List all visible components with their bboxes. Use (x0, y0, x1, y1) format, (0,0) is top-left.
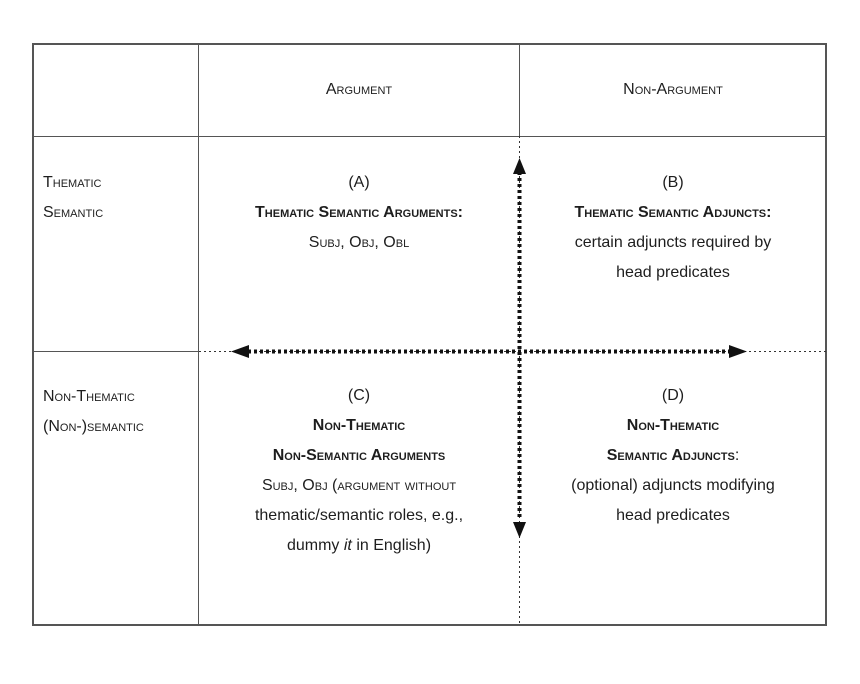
arrowhead-left-icon (231, 345, 249, 358)
cell-d-title2: Semantic Adjuncts (606, 447, 735, 464)
row-label-non-semantic-line: (Non-)semantic (43, 418, 144, 435)
header-non-argument: Non-Argument (623, 81, 723, 98)
cell-c-line3-pre: dummy (286, 537, 344, 554)
cell-b-tag: (B) (662, 174, 684, 191)
table-frame (32, 43, 827, 626)
cell-a-tag: (A) (348, 174, 370, 191)
cell-b-title: Thematic Semantic Adjuncts: (574, 204, 772, 221)
cell-d-title1: Non-Thematic (626, 417, 720, 434)
column-divider-left (198, 44, 199, 625)
row-divider-left (33, 351, 199, 352)
cell-b: (B) Thematic Semantic Adjuncts: certain … (520, 168, 826, 288)
cell-c-title1: Non-Thematic (312, 417, 406, 434)
cell-d-line1: (optional) adjuncts modifying (571, 477, 775, 494)
row-label-thematic-semantic: Thematic Semantic (43, 168, 193, 228)
cell-a-line: Subj, Obj, Obl (308, 234, 410, 251)
column-divider-right-top (519, 44, 520, 136)
row-label-thematic: Thematic (43, 174, 102, 191)
header-argument: Argument (325, 81, 393, 98)
cell-b-line2: head predicates (616, 264, 730, 281)
cell-d-line2: head predicates (616, 507, 730, 524)
cell-c-tag: (C) (347, 387, 371, 404)
arrowhead-up-icon (513, 158, 526, 174)
cell-d-title2-wrap: Semantic Adjuncts: (520, 441, 826, 471)
cell-c-line1: Subj, Obj (argument without (261, 477, 457, 494)
row-label-non-thematic-line: Non-Thematic (43, 388, 135, 405)
cell-d-title2-suffix: : (734, 447, 740, 464)
header-row-divider (33, 136, 827, 137)
cell-c-line3: dummy it in English) (199, 531, 519, 561)
arrowhead-down-icon (513, 522, 526, 538)
cell-c-line3-post: in English) (351, 537, 432, 554)
cell-b-line1: certain adjuncts required by (574, 234, 772, 251)
row-label-non-thematic: Non-Thematic (Non-)semantic (43, 382, 193, 442)
row-label-semantic: Semantic (43, 204, 104, 221)
cell-c-line2: thematic/semantic roles, e.g., (254, 507, 464, 524)
cell-c-line3-italic: it (343, 537, 352, 554)
cell-d-tag: (D) (661, 387, 685, 404)
cell-a: (A) Thematic Semantic Arguments: Subj, O… (199, 168, 519, 258)
arrowhead-right-icon (729, 345, 747, 358)
cell-d: (D) Non-Thematic Semantic Adjuncts: (opt… (520, 381, 826, 531)
cell-c-title2: Non-Semantic Arguments (272, 447, 446, 464)
cell-c: (C) Non-Thematic Non-Semantic Arguments … (199, 381, 519, 561)
cell-a-title: Thematic Semantic Arguments: (255, 204, 463, 221)
